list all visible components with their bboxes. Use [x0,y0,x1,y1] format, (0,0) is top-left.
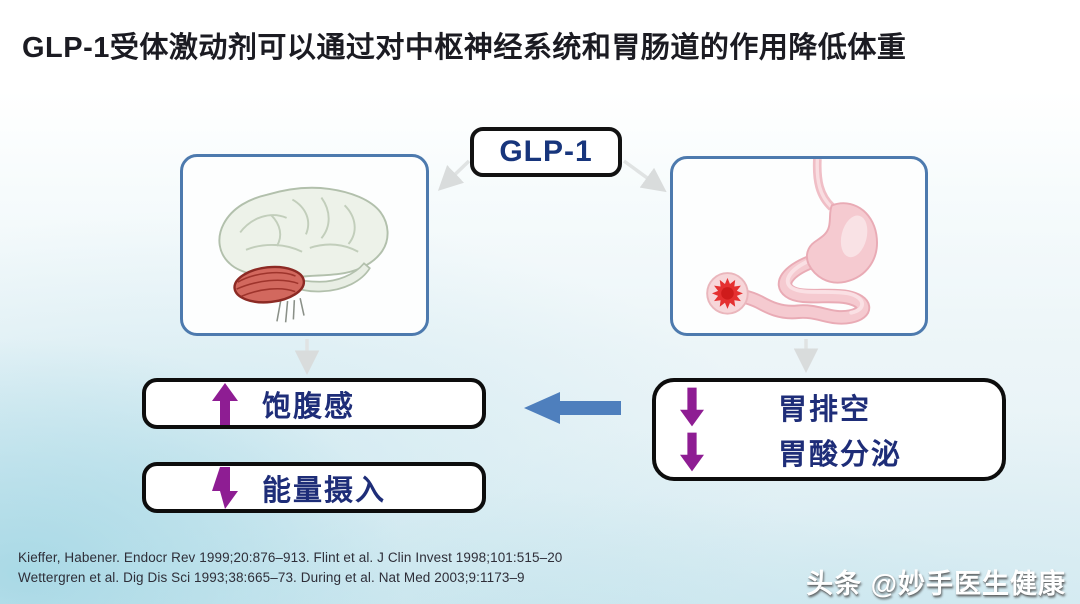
gastric-acid-label: 胃酸分泌 [778,439,903,472]
decrease-arrow-icon [680,432,704,472]
satiety-effect-box: 饱腹感 [142,378,486,429]
decrease-arrow-icon [680,387,704,427]
flow-left-arrow-icon [524,392,621,424]
energy-intake-label: 能量摄入 [262,474,387,507]
glp1-to-gut-arrow [622,159,667,193]
gastric-acid-row: 胃酸分泌 [680,430,1002,476]
references: Kieffer, Habener. Endocr Rev 1999;20:876… [18,548,562,588]
satiety-label: 饱腹感 [262,390,356,423]
gastric-emptying-row: 胃排空 [680,384,1002,430]
glp1-label: GLP-1 [499,135,593,168]
stomach-intestine-icon [706,159,878,325]
intestine-box [670,156,928,336]
brain-icon [218,186,389,323]
slide-title: GLP-1受体激动剂可以通过对中枢神经系统和胃肠道的作用降低体重 [22,32,907,64]
gastric-emptying-label: 胃排空 [778,393,872,426]
increase-arrow-icon [212,382,238,425]
gi-effects-box: 胃排空 胃酸分泌 [652,378,1006,481]
glp1-label-box: GLP-1 [470,127,622,177]
glp1-to-brain-arrow [437,159,471,191]
reference-line: Wettergren et al. Dig Dis Sci 1993;38:66… [18,570,525,585]
reference-line: Kieffer, Habener. Endocr Rev 1999;20:876… [18,550,563,565]
energy-intake-effect-box: 能量摄入 [142,462,486,513]
watermark-toutiao: 头条 @妙手医生健康 [806,569,1066,599]
brain-box [180,154,429,336]
decrease-arrow-icon [212,466,238,509]
